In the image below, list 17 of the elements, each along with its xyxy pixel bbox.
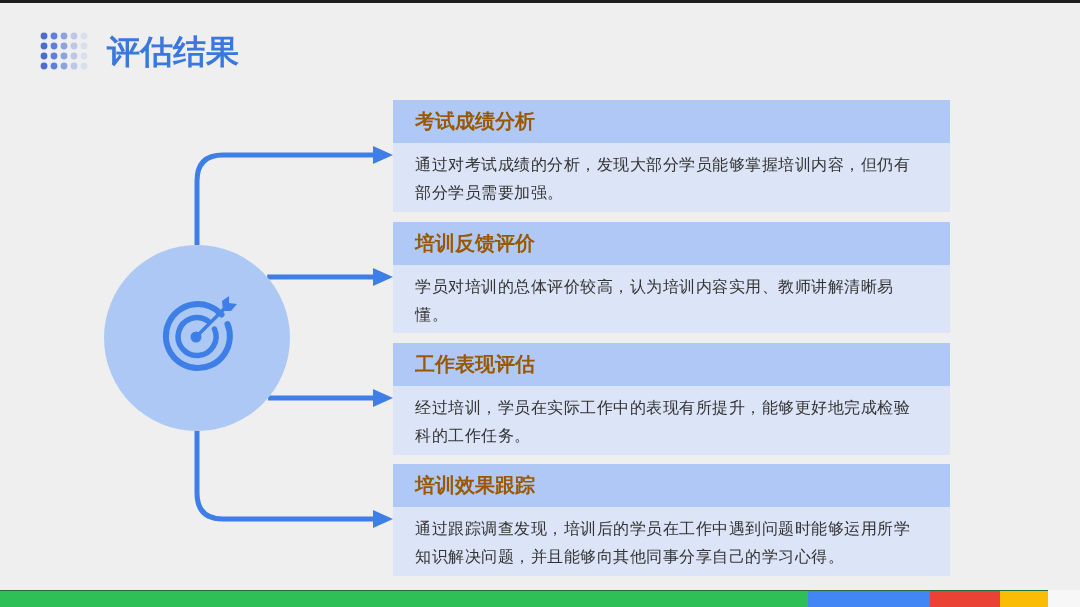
arrow: [267, 268, 393, 286]
card-text: 通过跟踪调查发现，培训后的学员在工作中遇到问题时能够运用所学知识解决问题，并且能够向其他同事分享自己的学习心得。: [415, 518, 911, 568]
arrow: [194, 146, 393, 245]
info-card: [393, 222, 950, 333]
arrow: [268, 389, 393, 407]
title: 评估结果: [107, 31, 239, 73]
card-header: 培训效果跟踪: [393, 464, 950, 507]
info-card: [393, 100, 950, 212]
arrow: [194, 431, 393, 528]
card-header: 考试成绩分析: [393, 100, 950, 143]
card-text: 学员对培训的总体评价较高，认为培训内容实用、教师讲解清晰易懂。: [415, 276, 895, 326]
info-card: [393, 464, 950, 576]
card-text: 通过对考试成绩的分析，发现大部分学员能够掌握培训内容，但仍有部分学员需要加强。: [415, 154, 911, 204]
card-header: 工作表现评估: [393, 343, 950, 386]
card-text: 经过培训，学员在实际工作中的表现有所提升，能够更好地完成检验科的工作任务。: [415, 397, 911, 447]
card-header: 培训反馈评价: [393, 222, 950, 265]
info-card: [393, 343, 950, 455]
